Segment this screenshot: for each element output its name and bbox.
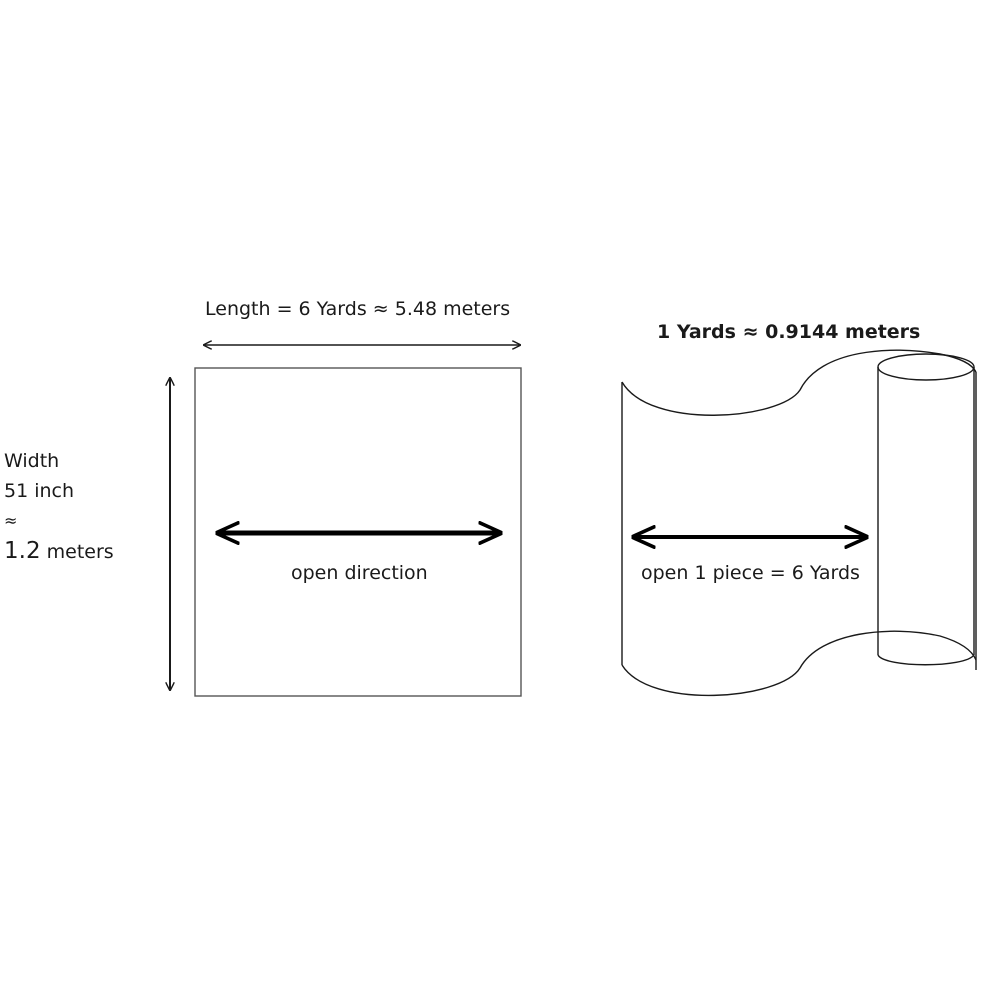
roll-cylinder-bottom — [877, 654, 975, 666]
width-title: Width — [4, 450, 60, 472]
yard-conversion-note: 1 Yards ≈ 0.9144 meters — [657, 321, 921, 343]
length-label: Length = 6 Yards ≈ 5.48 meters — [205, 298, 511, 320]
width-meters-row: 1.2 meters — [4, 536, 114, 566]
fabric-roll — [621, 349, 977, 697]
roll-sheet-top-edge — [621, 349, 977, 416]
roll-cylinder-top — [877, 353, 975, 381]
open-direction-label: open direction — [291, 562, 428, 584]
open-piece-label: open 1 piece = 6 Yards — [641, 562, 860, 584]
width-inch-value: 51 inch — [4, 480, 75, 502]
width-approx-symbol: ≈ — [4, 511, 18, 530]
roll-sheet-bottom-edge — [621, 630, 977, 697]
width-label-block: Width 51 inch ≈ 1.2 meters — [4, 446, 114, 566]
fabric-sheet-outline — [194, 367, 522, 697]
width-meters-value: 1.2 — [4, 538, 41, 564]
width-meters-unit: meters — [46, 541, 114, 563]
